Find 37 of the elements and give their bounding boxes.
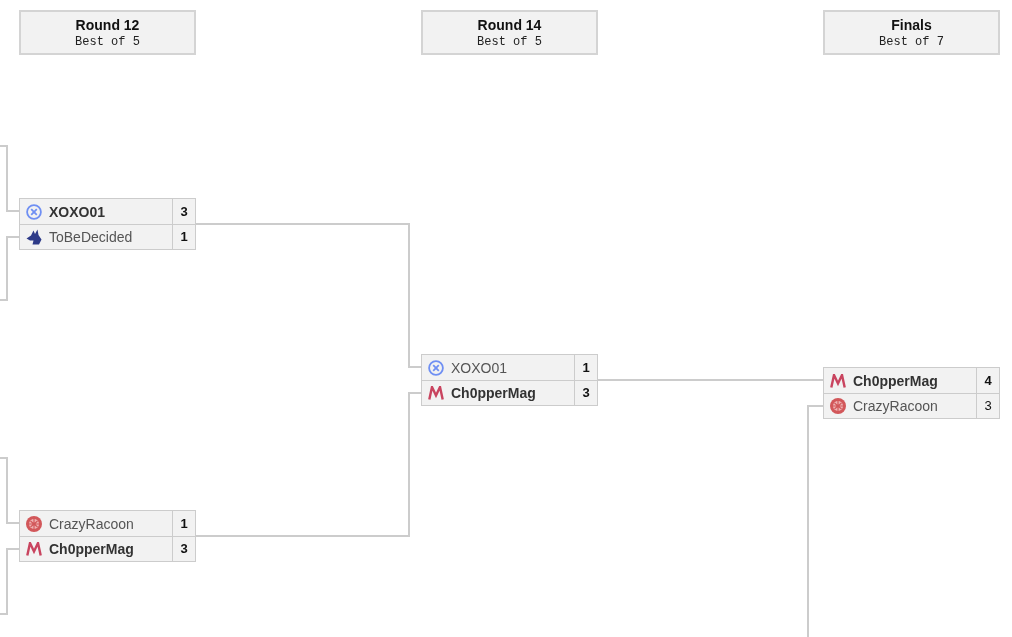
score: 3 [976,394,999,418]
team-name: Ch0pperMag [451,384,536,402]
bracket-line [807,405,824,637]
team-name: XOXO01 [49,202,106,221]
round-title: Round 12 [75,15,140,34]
round-header [19,10,196,55]
team-row [824,393,999,418]
team-row [20,224,195,249]
team-name: CrazyRacoon [49,514,134,533]
best-of-note: Best of 5 [75,33,140,50]
round-header [421,10,598,55]
round-header [823,10,1000,55]
score: 3 [172,537,195,561]
bracket-line [0,548,20,615]
bracket-line [0,145,20,212]
team-name: CrazyRacoon [853,397,938,415]
round-title: Round 14 [477,15,542,34]
round-title: Finals [891,15,932,34]
best-of-note: Best of 5 [477,33,542,50]
bracket-line [0,457,20,524]
bracket-line [0,236,20,301]
team-name: Ch0pperMag [853,371,938,390]
team-name: Ch0pperMag [49,540,134,558]
team-row [20,536,195,561]
team-row [422,380,597,405]
team-name: XOXO01 [451,358,508,377]
match-card [823,367,1000,419]
score: 3 [574,381,597,405]
match-card [19,198,196,250]
best-of-note: Best of 7 [879,33,944,50]
bracket-line [195,223,422,368]
score: 1 [172,225,195,249]
team-name: ToBeDecided [49,228,133,246]
bracket-line [195,392,422,537]
match-card [421,354,598,406]
match-card [19,510,196,562]
bracket-line [597,379,824,381]
